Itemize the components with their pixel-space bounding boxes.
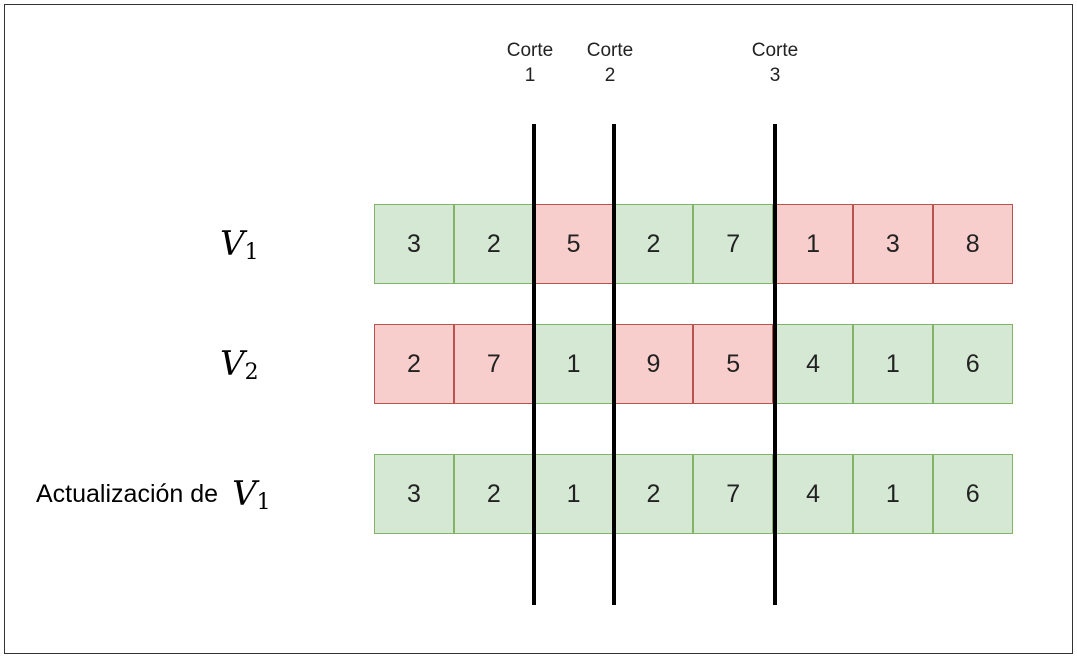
- row-2-sub: 2: [244, 359, 259, 385]
- cell-green: 4: [773, 324, 854, 404]
- cell-green: 2: [453, 454, 534, 534]
- cell-green: 7: [693, 454, 774, 534]
- cut-3-text: Corte 3: [751, 40, 799, 86]
- row-3-prefix: Actualización de: [36, 479, 219, 508]
- cut-label-3: Corte 3: [735, 38, 815, 88]
- cut-line-1: [532, 124, 536, 605]
- cell-green: 1: [533, 454, 614, 534]
- cell-green: 2: [613, 454, 694, 534]
- row-1-sub: 1: [244, 239, 259, 265]
- cell-red: 5: [693, 324, 774, 404]
- cell-green: 4: [773, 454, 854, 534]
- cut-line-3: [773, 124, 777, 605]
- cell-green: 1: [533, 324, 614, 404]
- cut-2-text: Corte 2: [586, 40, 634, 86]
- cell-red: 8: [932, 204, 1013, 284]
- cell-red: 2: [374, 324, 454, 404]
- cut-label-2: Corte 2: [570, 38, 650, 88]
- cut-label-1: Corte 1: [490, 38, 570, 88]
- cell-green: 3: [374, 204, 454, 284]
- cell-green: 2: [453, 204, 534, 284]
- cell-red: 1: [773, 204, 854, 284]
- cell-red: 5: [533, 204, 614, 284]
- cell-green: 1: [852, 324, 933, 404]
- cut-1-text: Corte 1: [506, 40, 554, 86]
- cell-green: 7: [693, 204, 774, 284]
- row-2-var: V: [220, 344, 245, 384]
- row-1-var: V: [220, 224, 245, 264]
- cell-green: 2: [613, 204, 694, 284]
- cell-red: 9: [613, 324, 694, 404]
- cell-red: 7: [453, 324, 534, 404]
- cell-green: 3: [374, 454, 454, 534]
- cell-green: 6: [932, 454, 1013, 534]
- cell-red: 3: [852, 204, 933, 284]
- cut-line-2: [612, 124, 616, 605]
- row-3-var: V: [232, 474, 257, 514]
- row-3-sub: 1: [256, 489, 271, 515]
- cell-green: 6: [932, 324, 1013, 404]
- cell-green: 1: [852, 454, 933, 534]
